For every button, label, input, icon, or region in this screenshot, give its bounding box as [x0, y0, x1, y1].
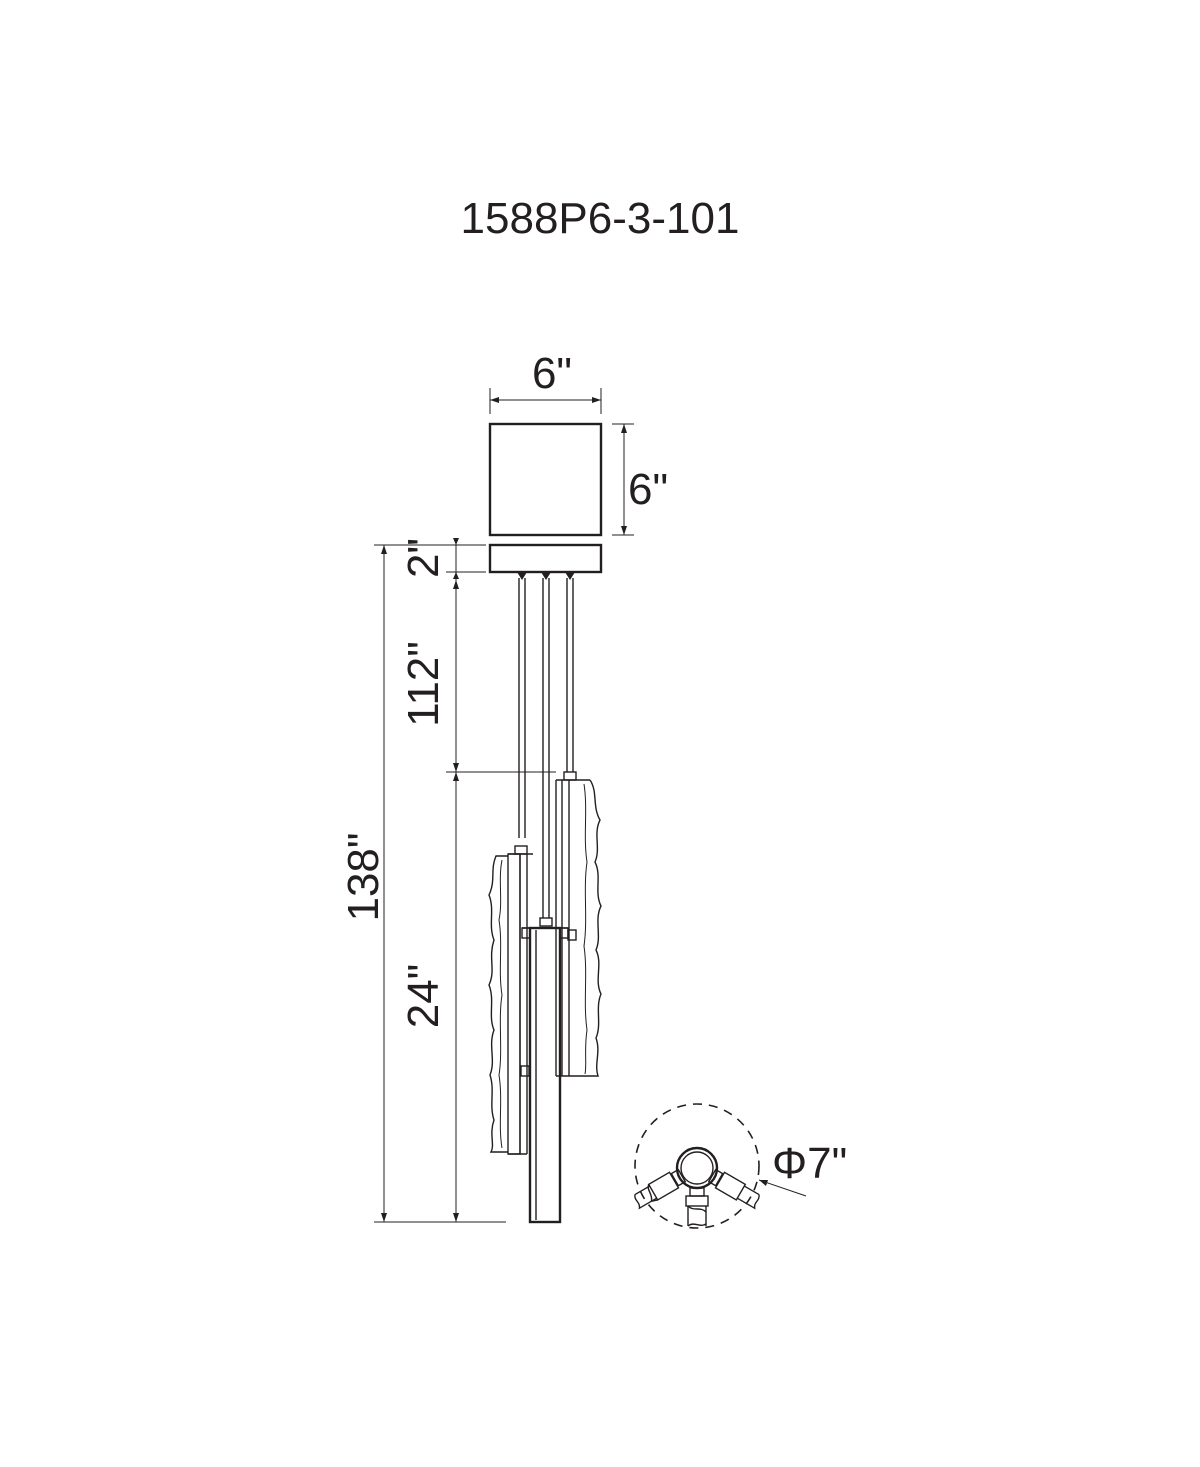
canopy-height-label: 6" [628, 465, 668, 514]
right-crystal-pendant [555, 771, 602, 1077]
plate-height-dimension: 2" [399, 538, 486, 580]
canopy-width-label: 6" [532, 349, 572, 398]
pendant-height-dimension: 24" [399, 772, 459, 1222]
overall-height-dimension: 138" [339, 544, 506, 1223]
suspension-cables [518, 578, 574, 918]
cable-hooks [517, 572, 575, 580]
cable-length-dimension: 112" [399, 580, 556, 773]
cable-length-label: 112" [399, 641, 448, 727]
canopy-width-dimension: 6" [489, 349, 602, 414]
model-number-title: 1588P6-3-101 [461, 194, 740, 243]
overall-height-label: 138" [339, 832, 388, 921]
diameter-label: Φ7" [772, 1139, 847, 1188]
plate-height-label: 2" [399, 538, 448, 578]
pendant-height-label: 24" [399, 964, 448, 1029]
canopy-height-dimension: 6" [612, 423, 668, 536]
diameter-outline [634, 1103, 760, 1229]
bottom-view: Φ7" [634, 1103, 847, 1229]
left-crystal-pendant [488, 845, 533, 1155]
canopy-plate [488, 543, 603, 574]
canopy-box [488, 422, 603, 537]
center-tube-pendant [521, 917, 569, 1224]
